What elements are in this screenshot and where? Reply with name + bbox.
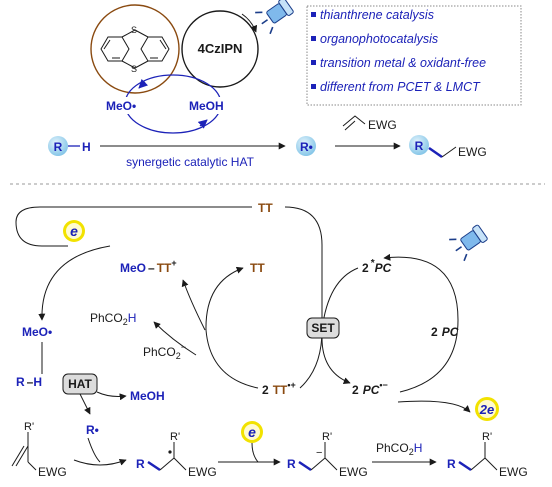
hat-box: HAT <box>62 373 98 395</box>
svg-text:EWG: EWG <box>499 465 528 479</box>
meo-radical: MeO• <box>22 325 52 339</box>
hat-caption: synergetic catalytic HAT <box>126 155 254 169</box>
svg-text:EWG: EWG <box>188 465 217 479</box>
svg-text:S: S <box>131 25 137 35</box>
electron-badge-top: e <box>63 220 85 242</box>
left-cycle-arc <box>38 245 111 321</box>
electron-badge-bottom: e <box>241 421 263 443</box>
svg-text:R': R' <box>170 431 180 443</box>
svg-text:R: R <box>415 139 424 153</box>
final-product: R R' EWG <box>447 431 528 479</box>
top-product: R EWG <box>409 135 487 159</box>
svg-text:2e: 2e <box>479 402 494 417</box>
svg-text:H: H <box>82 140 91 154</box>
acceptor-alkene: EWG <box>342 115 397 132</box>
photocatalyst-circle: 4CzIPN <box>181 10 259 88</box>
bullet-item: transition metal & oxidant-free <box>320 56 486 70</box>
svg-text:SET: SET <box>311 321 335 335</box>
svg-text:e: e <box>248 424 256 440</box>
meo-tt-cation: MeO–TT+ <box>120 258 177 275</box>
radical-intermediate: R R' EWG <box>136 431 217 479</box>
r-radical-bottom: R• <box>86 423 99 437</box>
svg-text:R': R' <box>24 421 34 433</box>
svg-text:R: R <box>447 457 456 471</box>
svg-text:e: e <box>70 223 78 239</box>
phco2h-left: PhCO2H <box>90 311 136 327</box>
excited-pc: 2*PC <box>362 258 392 275</box>
svg-text:R: R <box>54 140 63 154</box>
electron-badge-2e: 2e <box>475 397 499 421</box>
rh-bottom: R–H <box>16 375 42 389</box>
svg-text:R': R' <box>322 431 332 443</box>
bullet-item: organophotocatalysis <box>320 32 438 46</box>
bullet-item: different from PCET & LMCT <box>320 80 481 94</box>
meo-radical-label: MeO• <box>106 99 136 113</box>
svg-text:−: − <box>316 447 322 459</box>
svg-text:EWG: EWG <box>38 465 67 479</box>
features-box: thianthrene catalysis organophotocatalys… <box>306 5 522 106</box>
phco2-anion: PhCO2− <box>143 342 186 361</box>
svg-text:R: R <box>136 457 145 471</box>
tt-cycle <box>205 266 259 389</box>
photocatalyst-label: 4CzIPN <box>198 41 243 56</box>
tt-regeneration-loop <box>15 206 252 247</box>
tt-middle: TT <box>250 261 265 275</box>
svg-text:R: R <box>287 457 296 471</box>
svg-text:S: S <box>131 64 137 74</box>
svg-text:HAT: HAT <box>68 377 92 391</box>
alkene-bottom: R' EWG <box>11 421 67 479</box>
set-box: SET <box>306 317 340 339</box>
svg-text:R': R' <box>482 431 492 443</box>
svg-text:EWG: EWG <box>458 145 487 159</box>
substrate-rh: R H <box>48 136 91 156</box>
light-lamp-icon <box>449 224 488 262</box>
svg-text:EWG: EWG <box>339 465 368 479</box>
meoh-label: MeOH <box>189 99 224 113</box>
light-lamp-icon <box>255 0 294 35</box>
svg-text:EWG: EWG <box>368 118 397 132</box>
radical-r: R• <box>296 136 316 156</box>
anion-intermediate: R − R' EWG <box>287 431 368 479</box>
hat-cycle: MeO• MeOH <box>103 74 229 134</box>
bullet-item: thianthrene catalysis <box>320 8 434 22</box>
thianthrene-catalyst: S S <box>90 4 180 94</box>
svg-text:R•: R• <box>300 140 313 154</box>
pc-cycle <box>383 253 459 393</box>
tt-top: TT <box>258 201 273 215</box>
meoh-bottom: MeOH <box>130 389 165 403</box>
phco2h-reagent: PhCO2H <box>376 441 422 457</box>
